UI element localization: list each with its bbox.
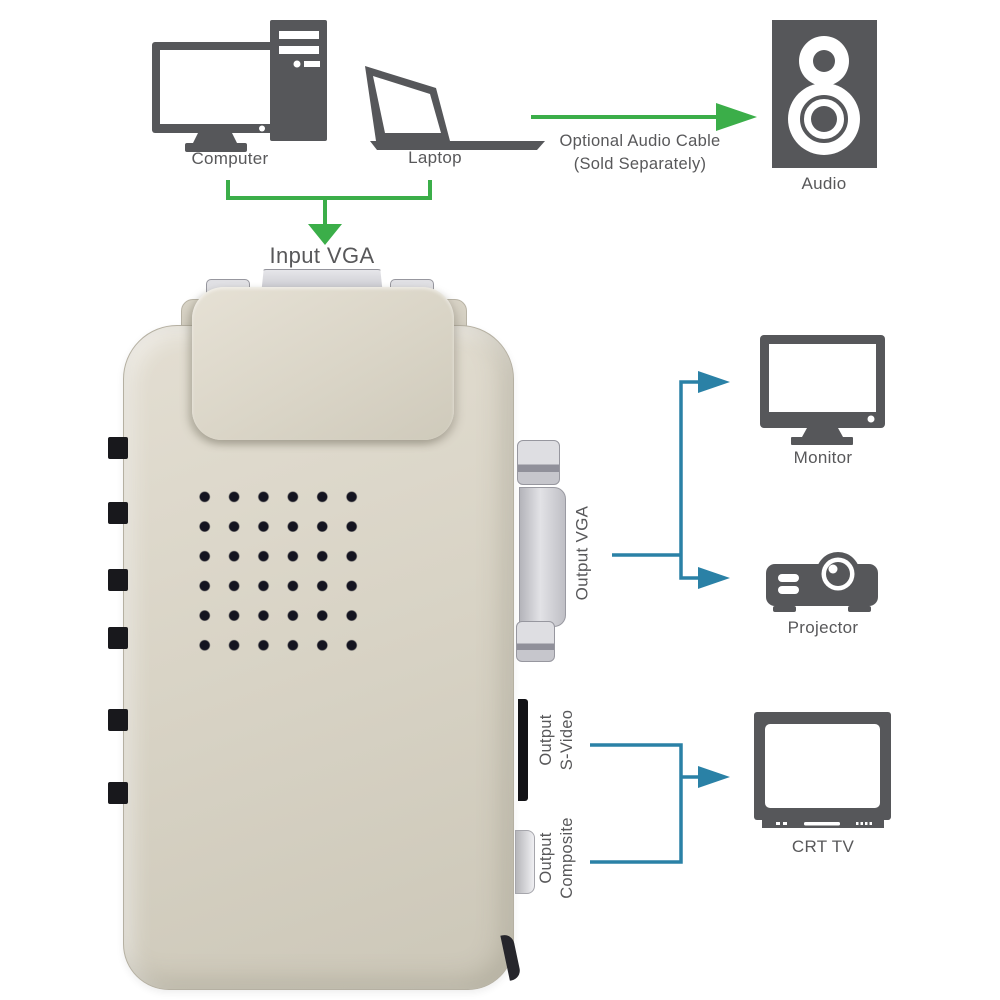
audio-label: Audio — [801, 174, 847, 193]
audio-cable-note: Optional Audio Cable (Sold Separately) — [559, 130, 720, 176]
output-svideo-line2: S-Video — [558, 709, 576, 771]
vga-output-arrow — [612, 380, 700, 580]
monitor-arrowhead-icon — [698, 371, 730, 393]
vga-output-screw-bottom — [516, 621, 555, 662]
output-svideo-line1: Output — [537, 714, 555, 766]
audio-cable-note-line2: (Sold Separately) — [573, 155, 707, 173]
output-vga-label: Output VGA — [572, 505, 592, 601]
output-composite-line1: Output — [537, 832, 555, 884]
tv-output-arrow — [590, 743, 700, 864]
crt-tv-label: CRT TV — [791, 837, 855, 856]
audio-speaker-icon — [772, 20, 877, 168]
computer-label: Computer — [191, 149, 269, 168]
audio-arrowhead-icon — [716, 103, 757, 131]
projector-icon — [766, 552, 878, 612]
vent-grid — [190, 482, 367, 660]
vga-output-screw-top — [517, 440, 560, 485]
input-bracket-arrow — [226, 180, 432, 226]
dip-switch-6 — [108, 782, 128, 804]
crt-tv-icon — [754, 712, 891, 828]
dip-switch-4 — [108, 627, 128, 649]
output-svideo-label: Output S-Video — [536, 710, 578, 771]
audio-cable-note-line1: Optional Audio Cable — [559, 132, 721, 150]
composite-port — [515, 830, 535, 894]
output-composite-label: Output Composite — [536, 817, 578, 899]
input-vga-label: Input VGA — [269, 243, 375, 268]
device-front-panel — [192, 287, 454, 440]
dip-switch-3 — [108, 569, 128, 591]
output-composite-line2: Composite — [558, 817, 576, 899]
laptop-label: Laptop — [408, 148, 462, 167]
monitor-label: Monitor — [793, 448, 853, 467]
dip-switch-1 — [108, 437, 128, 459]
projector-label: Projector — [787, 618, 859, 637]
dip-switch-2 — [108, 502, 128, 524]
projector-arrowhead-icon — [698, 567, 730, 589]
laptop-icon — [365, 66, 545, 150]
computer-icon — [152, 20, 327, 152]
vga-output-port — [519, 487, 566, 627]
monitor-icon — [760, 335, 885, 445]
dip-switch-5 — [108, 709, 128, 731]
input-arrowhead-icon — [308, 224, 342, 245]
tv-arrowhead-icon — [698, 766, 730, 788]
svideo-port — [518, 699, 528, 801]
